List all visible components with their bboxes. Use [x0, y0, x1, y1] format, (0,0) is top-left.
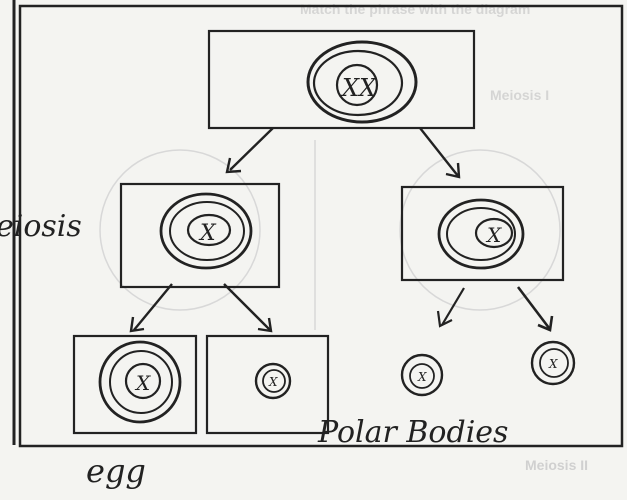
- arrow-secondary-to-egg: [131, 284, 172, 331]
- secondary-oocyte: X: [121, 184, 279, 287]
- polar-body-right: X: [532, 342, 574, 384]
- egg-cell-letter: X: [134, 371, 151, 395]
- polar-bodies-label: Polar Bodies: [317, 415, 508, 450]
- secondary-right-letter: X: [485, 223, 502, 247]
- secondary-left-letter: X: [198, 221, 217, 246]
- background-text-top: Match the phrase with the diagram: [300, 1, 530, 17]
- arrow-primary-to-right: [420, 128, 459, 177]
- arrow-primary-to-left: [227, 128, 273, 172]
- meiosis-label: eiosis: [0, 209, 82, 244]
- background-text-meiosis-2: Meiosis II: [525, 457, 588, 473]
- arrow-polar-right: [518, 287, 552, 330]
- polar2-letter: X: [417, 370, 427, 384]
- background-text-meiosis-1: Meiosis I: [490, 87, 549, 103]
- primary-oocyte: XX: [209, 31, 474, 128]
- first-polar-body: X: [402, 187, 563, 280]
- arrow-secondary-to-polar: [224, 284, 271, 331]
- polar-body-left: X: [402, 355, 442, 395]
- second-polar-body: X: [207, 336, 328, 433]
- polar1-letter: X: [268, 375, 278, 389]
- egg-cell: X: [74, 336, 196, 433]
- polar3-letter: X: [548, 357, 558, 371]
- egg-label: egg: [86, 452, 146, 490]
- primary-cell-letter: XX: [340, 74, 377, 102]
